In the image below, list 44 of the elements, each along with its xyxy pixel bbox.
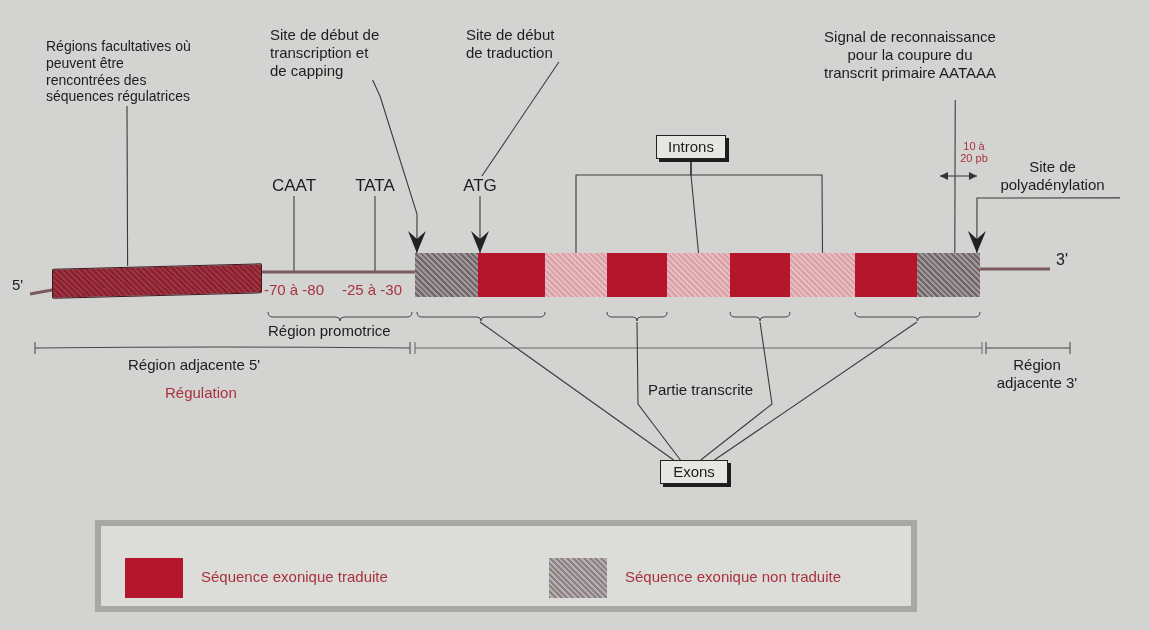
intron-block <box>667 253 730 297</box>
label-box: Introns <box>656 135 726 159</box>
arrow <box>967 197 1121 254</box>
text-label: -25 à -30 <box>342 281 404 299</box>
text-label: Région promotrice <box>268 322 392 340</box>
annotation-text: Signal de reconnaissance pour la coupure du transcrit primaire AATAAA <box>823 28 997 100</box>
translated-exon-block <box>855 253 917 297</box>
regulatory-region-bar <box>52 263 262 299</box>
dna-strand <box>262 270 417 274</box>
leader-line <box>481 61 560 177</box>
annotation-text: TATA <box>348 176 402 196</box>
translated-exon-block <box>730 253 790 297</box>
legend-text: Séquence exonique non traduite <box>625 568 841 585</box>
annotation-text: Site de début de transcription et de capping <box>270 26 384 80</box>
legend-text: Séquence exonique traduite <box>201 568 388 585</box>
translated-exon-block <box>607 253 667 297</box>
text-label: Région adjacente 5' <box>128 356 262 374</box>
text-label: 3' <box>1056 250 1069 270</box>
label-box: Exons <box>660 460 728 484</box>
intron-block <box>790 253 855 297</box>
leader-line <box>293 195 295 273</box>
annotation-text: CAAT <box>266 176 322 196</box>
leader-line <box>479 321 675 461</box>
translated-exon-block <box>478 253 545 297</box>
text-label: Région adjacente 3' <box>995 356 1079 392</box>
leader-line <box>713 321 918 461</box>
text-label: -70 à -80 <box>264 281 326 299</box>
text-label: 10 à 20 pb <box>959 140 989 165</box>
text-label: Régulation <box>165 384 238 402</box>
untranslated-exon-block <box>917 253 980 297</box>
annotation-text: ATG <box>456 176 504 196</box>
text-label: 5' <box>12 276 25 294</box>
leader-line <box>954 99 956 254</box>
leader-line <box>700 321 773 461</box>
leader-line <box>636 321 681 461</box>
leader-line <box>374 195 376 273</box>
text-label: Partie transcrite <box>648 381 755 399</box>
untranslated-exon-block <box>415 253 478 297</box>
arrow <box>471 195 489 254</box>
intron-block <box>545 253 607 297</box>
annotation-text: Régions facultatives où peuvent être rencontrées des séquences régulatrices <box>46 38 196 106</box>
arrow <box>372 79 426 254</box>
leader-line <box>126 105 129 267</box>
annotation-text: Site de début de traduction <box>466 26 574 62</box>
